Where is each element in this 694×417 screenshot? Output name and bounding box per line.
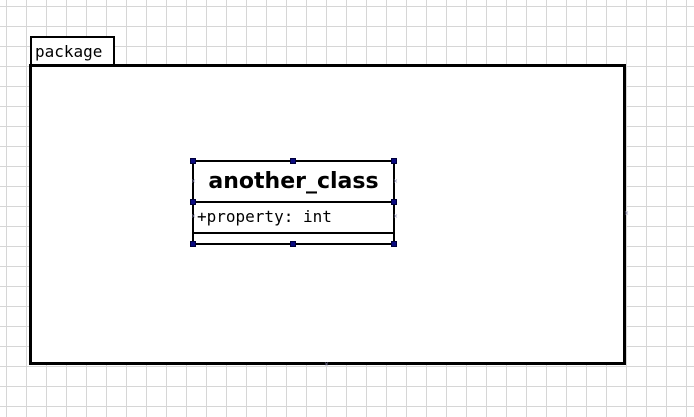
uml-class-box[interactable]: another_class +property: int: [192, 160, 395, 245]
connection-point-attr-left[interactable]: ×: [191, 213, 197, 220]
resize-handle-bottom-left[interactable]: [190, 241, 196, 247]
connection-point-package-bottom[interactable]: ×: [324, 361, 330, 368]
connection-point-class-right[interactable]: ×: [393, 178, 399, 185]
connection-point-class-left[interactable]: ×: [191, 178, 197, 185]
class-name[interactable]: another_class: [194, 162, 393, 203]
package-tab[interactable]: package: [30, 36, 115, 64]
resize-handle-top-right[interactable]: [391, 158, 397, 164]
resize-handle-bottom-right[interactable]: [391, 241, 397, 247]
resize-handle-middle-left[interactable]: [190, 199, 196, 205]
resize-handle-bottom-center[interactable]: [290, 241, 296, 247]
resize-handle-top-center[interactable]: [290, 158, 296, 164]
class-attribute[interactable]: +property: int: [194, 203, 393, 234]
resize-handle-middle-right[interactable]: [391, 199, 397, 205]
resize-handle-top-left[interactable]: [190, 158, 196, 164]
connection-point-attr-right[interactable]: ×: [393, 213, 399, 220]
connection-point-package-right[interactable]: ×: [624, 210, 630, 217]
package-label: package: [35, 42, 103, 61]
